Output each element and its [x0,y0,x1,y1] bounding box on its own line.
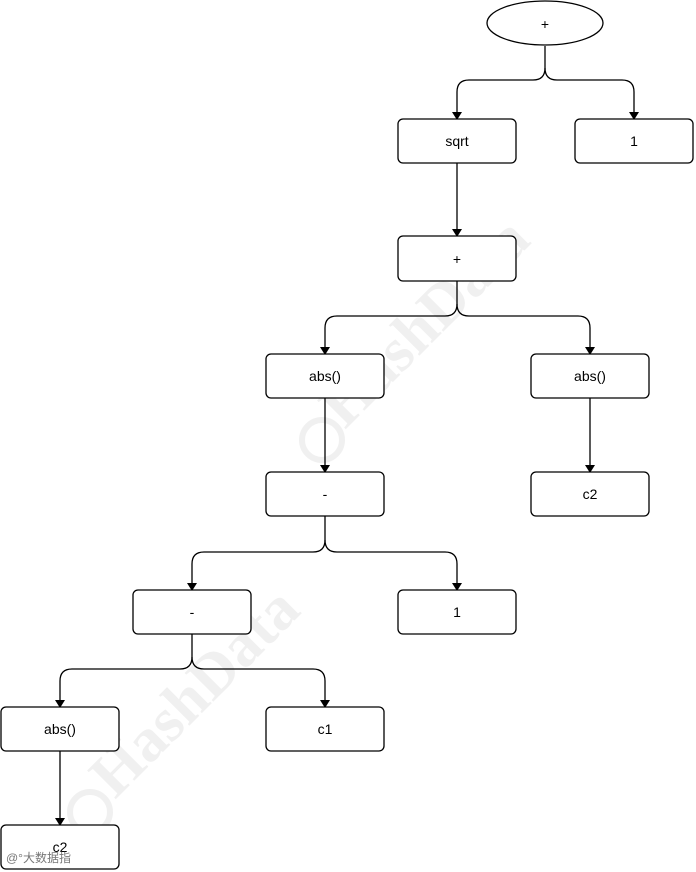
node-label: sqrt [445,133,468,149]
node-abs-left: abs() [265,353,385,399]
arrow-head [629,112,639,120]
node-one-a: 1 [574,118,694,164]
node-one-b: 1 [397,589,517,635]
arrow-head [452,229,462,237]
arrow-head [452,112,462,120]
edges [55,46,639,826]
node-label: abs() [574,368,606,384]
node-label: c2 [583,486,598,502]
node-minus-a: - [265,471,385,517]
edge-root-one [544,67,635,114]
arrow-head [55,700,65,708]
node-minus-b: - [132,589,252,635]
node-label: c1 [318,721,333,737]
node-abs-right: abs() [530,353,650,399]
node-plus-b: + [397,235,517,282]
node-c2-bottom: c2 [0,824,120,870]
node-label: 1 [630,133,638,149]
node-c2-right: c2 [530,471,650,517]
node-label: - [190,604,195,620]
node-label: abs() [44,721,76,737]
arrow-head [55,818,65,826]
arrow-head [320,700,330,708]
arrow-head [187,583,197,591]
node-label: 1 [453,604,461,620]
edge-minus-absbottom [59,634,193,702]
node-root-plus: + [486,0,604,46]
arrow-head [320,465,330,473]
node-label: + [541,16,549,32]
node-abs-bottom: abs() [0,706,120,752]
edge-plus-absleft [324,281,458,349]
node-label: abs() [309,368,341,384]
edge-root-sqrt [456,46,546,114]
arrow-head [320,347,330,355]
arrow-head [452,583,462,591]
node-label: + [453,251,461,267]
edge-minus-c1 [191,656,326,702]
edge-plus-absright [456,303,591,349]
node-label: - [323,486,328,502]
edge-minus-minus [191,516,326,585]
watermark-credit: @°大数据指 [6,851,71,865]
arrow-head [585,347,595,355]
node-label: c2 [53,839,68,855]
arrow-head [585,465,595,473]
edge-minus-one [324,539,458,585]
node-sqrt: sqrt [397,118,517,164]
node-c1: c1 [265,706,385,752]
